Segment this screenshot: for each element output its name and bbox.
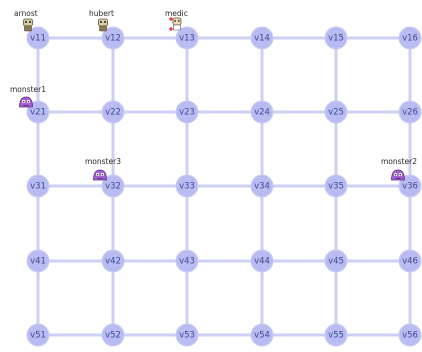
node-label: v12	[105, 34, 121, 44]
edge-layer	[38, 38, 410, 335]
robot-icon	[24, 19, 33, 31]
agent-label: monster3	[85, 157, 121, 166]
node-v16[interactable]: v16	[399, 27, 421, 49]
node-v54[interactable]: v54	[251, 324, 273, 346]
node-v43[interactable]: v43	[176, 250, 198, 272]
node-v56[interactable]: v56	[399, 324, 421, 346]
node-label: v53	[179, 331, 195, 341]
node-v31[interactable]: v31	[27, 175, 49, 197]
agent-label: medic	[165, 9, 188, 18]
node-label: v55	[328, 331, 344, 341]
node-label: v54	[254, 331, 270, 341]
node-label: v56	[402, 331, 418, 341]
node-label: v24	[254, 108, 270, 118]
node-label: v22	[105, 108, 121, 118]
node-label: v15	[328, 34, 344, 44]
node-label: v21	[30, 108, 46, 118]
agent-label: monster1	[10, 85, 46, 94]
node-label: v36	[402, 182, 418, 192]
node-label: v14	[254, 34, 270, 44]
node-label: v51	[30, 331, 46, 341]
node-label: v11	[30, 34, 46, 44]
node-v22[interactable]: v22	[102, 101, 124, 123]
node-label: v25	[328, 108, 344, 118]
agent-label: hubert	[89, 9, 114, 18]
agent-label: arnost	[14, 9, 38, 18]
node-v35[interactable]: v35	[325, 175, 347, 197]
node-label: v16	[402, 34, 418, 44]
node-label: v41	[30, 257, 46, 267]
agent-layer: arnost hubert medic monster1 monster3 monster…	[10, 9, 417, 180]
node-v34[interactable]: v34	[251, 175, 273, 197]
node-label: v32	[105, 182, 121, 192]
node-label: v44	[254, 257, 270, 267]
node-label: v35	[328, 182, 344, 192]
node-v33[interactable]: v33	[176, 175, 198, 197]
node-label: v42	[105, 257, 121, 267]
node-label: v13	[179, 34, 195, 44]
node-label: v52	[105, 331, 121, 341]
node-v46[interactable]: v46	[399, 250, 421, 272]
monster-icon	[94, 170, 107, 180]
monster-icon	[392, 170, 405, 180]
node-label: v34	[254, 182, 270, 192]
node-v42[interactable]: v42	[102, 250, 124, 272]
node-v25[interactable]: v25	[325, 101, 347, 123]
node-v52[interactable]: v52	[102, 324, 124, 346]
node-v24[interactable]: v24	[251, 101, 273, 123]
node-label: v45	[328, 257, 344, 267]
node-label: v46	[402, 257, 418, 267]
node-v41[interactable]: v41	[27, 250, 49, 272]
medic-icon	[169, 17, 181, 31]
node-v44[interactable]: v44	[251, 250, 273, 272]
node-label: v31	[30, 182, 46, 192]
node-v45[interactable]: v45	[325, 250, 347, 272]
robot-icon	[99, 19, 108, 31]
node-v15[interactable]: v15	[325, 27, 347, 49]
node-label: v23	[179, 108, 195, 118]
node-label: v33	[179, 182, 195, 192]
node-label: v26	[402, 108, 418, 118]
node-v14[interactable]: v14	[251, 27, 273, 49]
node-v53[interactable]: v53	[176, 324, 198, 346]
monster-icon	[20, 97, 33, 107]
node-v23[interactable]: v23	[176, 101, 198, 123]
node-v26[interactable]: v26	[399, 101, 421, 123]
agent-label: monster2	[381, 157, 417, 166]
node-label: v43	[179, 257, 195, 267]
node-v55[interactable]: v55	[325, 324, 347, 346]
node-v51[interactable]: v51	[27, 324, 49, 346]
